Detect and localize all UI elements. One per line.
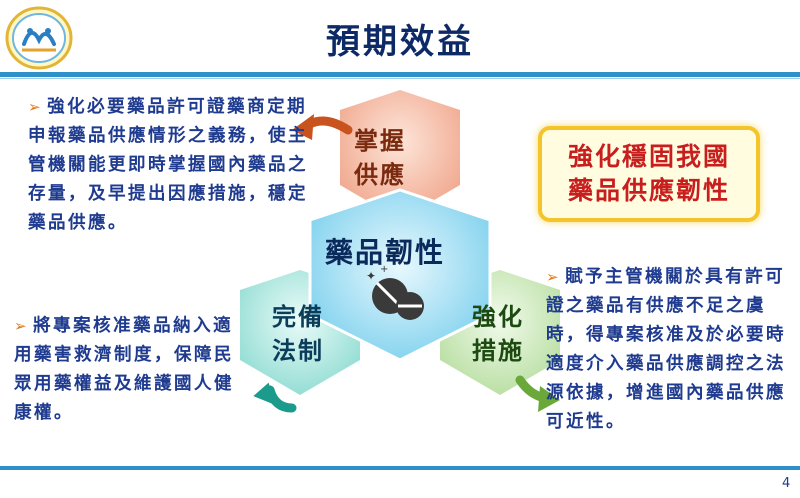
header-divider-thin xyxy=(0,78,800,79)
hex-label-drug-resilience: 藥品韌性 xyxy=(324,236,445,269)
medicine-pills-icon: ✦ + xyxy=(366,264,424,320)
svg-text:✦: ✦ xyxy=(366,269,376,283)
footer-divider xyxy=(0,466,800,470)
hex-center xyxy=(308,188,492,362)
bullet-measures-text: 賦予主管機關於具有許可證之藥品有供應不足之虞時，得專案核准及於必要時適度介入藥品… xyxy=(546,267,786,432)
page-number: 4 xyxy=(782,476,791,491)
goal-callout: 強化穩固我國 藥品供應韌性 xyxy=(538,126,760,222)
hex-diagram: ✦ + xyxy=(240,90,560,413)
bullet-arrow-icon: ➢ xyxy=(546,268,562,286)
hex-top xyxy=(340,90,460,220)
hex-label-strengthen-measures: 強化 措施 xyxy=(472,303,524,365)
arrowhead-top-left xyxy=(292,114,314,140)
arrow-left-down xyxy=(265,385,297,413)
agency-emblem-icon xyxy=(4,4,74,74)
svg-text:+: + xyxy=(380,264,388,275)
bullet-legal: ➢將專案核准藥品納入適用藥害救濟制度，保障民眾用藥權益及維護國人健康權。 xyxy=(14,312,238,428)
hex-label-grasp-supply: 掌握 供應 xyxy=(354,127,406,189)
hex-label-complete-legal: 完備 法制 xyxy=(272,303,324,365)
bullet-arrow-icon: ➢ xyxy=(28,98,44,116)
goal-callout-text: 強化穩固我國 藥品供應韌性 xyxy=(567,142,730,205)
bullet-legal-text: 將專案核准藥品納入適用藥害救濟制度，保障民眾用藥權益及維護國人健康權。 xyxy=(14,316,234,423)
bullet-supply: ➢強化必要藥品許可證藥商定期申報藥品供應情形之義務，使主管機關能更即時掌握國內藥… xyxy=(28,93,318,238)
bullet-measures: ➢賦予主管機關於具有許可證之藥品有供應不足之虞時，得專案核准及於必要時適度介入藥… xyxy=(546,263,786,437)
bullet-supply-text: 強化必要藥品許可證藥商定期申報藥品供應情形之義務，使主管機關能更即時掌握國內藥品… xyxy=(28,97,308,233)
header-divider xyxy=(0,72,800,77)
bullet-arrow-icon: ➢ xyxy=(14,317,30,335)
arrowhead-left-down xyxy=(253,382,275,405)
arrowhead-right-down xyxy=(538,386,560,412)
page-title: 預期效益 xyxy=(326,22,474,62)
